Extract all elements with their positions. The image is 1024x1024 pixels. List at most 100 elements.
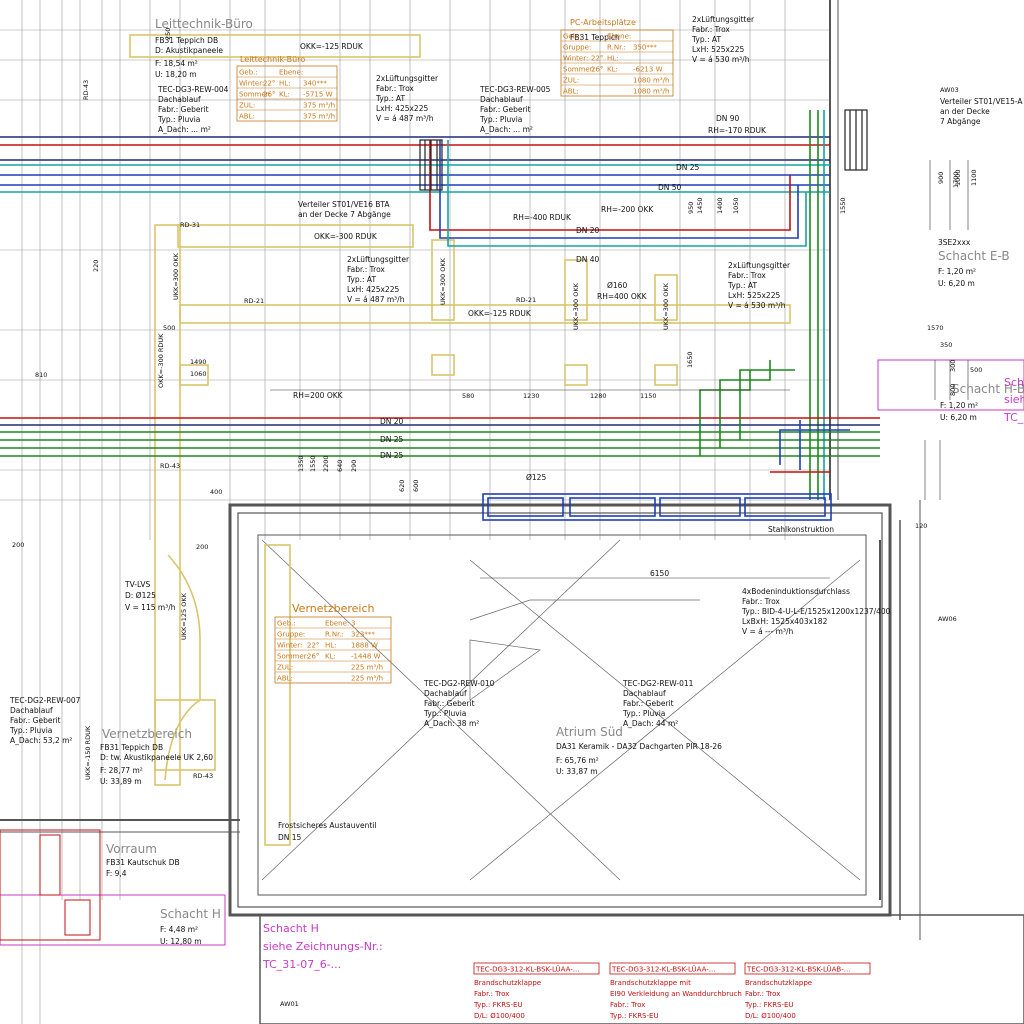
room-leittechnik-area: F: 18,54 m² [155, 59, 198, 68]
table-cell: HL: [279, 80, 291, 88]
magenta-references: Schacht H siehe Zeichnungs-Nr.: TC_31-07… [262, 376, 1024, 971]
room-vernetz: Vernetzbereich [102, 727, 192, 741]
table-cell: 225 m³/h [351, 675, 383, 683]
callout-lueft1-line: LxH: 525x225 [692, 45, 744, 54]
dn20b-label: DN 20 [380, 417, 404, 426]
room-schacht-eb: Schacht E-B [938, 249, 1010, 263]
table-cell: Gruppe: [563, 44, 591, 52]
dimension-value: 500 [970, 366, 982, 374]
dn125-label: Ø125 [526, 473, 546, 482]
shaft-outlines [0, 359, 1024, 946]
room-schacht-h-circ: U: 12,80 m [160, 937, 202, 946]
dimension-value: 1280 [590, 392, 607, 400]
callout-rew010-line: A_Dach: 38 m² [424, 719, 479, 728]
table-cell: ZUL: [239, 102, 255, 110]
callout-lueft4-line: 2xLüftungsgitter [728, 261, 791, 270]
callout-lueft3-line: Fabr.: Trox [347, 265, 385, 274]
table-cell: Sommer: [563, 66, 595, 74]
ukk150-label: UKK=-150 RDUK [84, 725, 92, 780]
table-cell: -6213 W [633, 66, 663, 74]
table-cell: Geb.: [277, 620, 296, 628]
table-cell: 22° [307, 642, 319, 650]
dn40-label: DN 40 [576, 255, 600, 264]
fire-damper-title: TEC-DG3-312-KL-BSK-LÜAB-... [746, 965, 850, 974]
rd21-label: RD-21 [244, 297, 264, 305]
callout-rew005-line: Typ.: Pluvia [479, 115, 522, 124]
dn25-label: DN 25 [676, 163, 700, 172]
callout-rew005-line: A_Dach: ... m² [480, 125, 533, 134]
dimension-value: 350 [940, 341, 952, 349]
table-frame [236, 65, 338, 122]
dn20-label: DN 20 [576, 226, 600, 235]
okk125-label: OKK=-125 RDUK [300, 42, 364, 51]
fire-damper-title: TEC-DG3-312-KL-BSK-LÜAA-... [611, 965, 715, 974]
rd43c-label: RD-43 [193, 772, 213, 780]
dimension-value: 250 [164, 28, 172, 40]
callout-lueft4-line: LxH: 525x225 [728, 291, 780, 300]
callout-rew007-line: A_Dach: 53,2 m² [10, 736, 72, 745]
dimension-value: 400 [210, 488, 222, 496]
table-cell: ZUL: [277, 664, 293, 672]
callout-verteiler1-line: an der Decke 7 Abgänge [298, 210, 391, 219]
callout-boden-line: Fabr.: Trox [742, 597, 780, 606]
room-atrium-sub: DA31 Keramik - DA32 Dachgarten PIR 18-26 [556, 742, 722, 751]
atrium-diagonals [261, 539, 861, 881]
dimension-value: 600 [412, 480, 420, 492]
callout-lueft2-line: V = á 487 m³/h [376, 114, 434, 123]
table-cell: 375 m³/h [303, 102, 335, 110]
room-arbeitsplaetze: PC-Arbeitsplätze [570, 18, 636, 27]
dimension-value: 640 [336, 460, 344, 472]
room-leittechnik-sub1: FB31 Teppich DB [155, 36, 218, 45]
callout-rew007-line: TEC-DG2-REW-007 [9, 696, 81, 705]
callout-lueft3-line: 2xLüftungsgitter [347, 255, 410, 264]
fire-damper-line: Fabr.: Trox [745, 990, 780, 998]
dimension-value: 1570 [927, 324, 944, 332]
callout-lueft2-line: 2xLüftungsgitter [376, 74, 439, 83]
table-cell: HL: [607, 55, 619, 63]
room-atrium: Atrium Süd [556, 725, 623, 739]
callout-boden-line: LxBxH: 1525x403x182 [742, 617, 828, 626]
aw01-label: AW01 [280, 1000, 299, 1008]
piping-top [0, 110, 830, 500]
callout-rew004-line: TEC-DG3-REW-004 [157, 85, 229, 94]
table-cell: KL: [607, 66, 618, 74]
table-cell: Geb.: [239, 69, 258, 77]
room-schacht-hb-area: F: 1,20 m² [940, 401, 978, 410]
table-cell: ABL: [563, 88, 579, 96]
vernetz-table: Geb.:Ebene:3Gruppe:R.Nr.:323***Winter:22… [274, 616, 392, 684]
table-cell: Ebene: [607, 33, 631, 41]
callout-rew010-line: Dachablauf [424, 689, 467, 698]
okk300-label: OKK=-300 RDUK [314, 232, 378, 241]
tvlvs-label: TV-LVS [124, 580, 150, 589]
table-cell: KL: [325, 653, 336, 661]
callout-rew007-line: Typ.: Pluvia [9, 726, 52, 735]
aw03-label: AW03 [940, 86, 959, 94]
callout-boden-line: V = á --- m³/h [742, 627, 794, 636]
callout-verteiler2-line: an der Decke [940, 107, 990, 116]
rd43b-label: RD-43 [160, 462, 180, 470]
structural-grid [0, 0, 830, 1024]
vorraum-zone [0, 829, 101, 941]
fire-damper-line: D/L: Ø100/400 [474, 1012, 525, 1020]
table-cell: Winter: [563, 55, 588, 63]
dimension-value: 1230 [523, 392, 540, 400]
rh400okk-label: RH=400 OKK [597, 292, 648, 301]
callout-rew004-line: Typ.: Pluvia [157, 115, 200, 124]
callout-rew010-line: Fabr.: Geberit [424, 699, 475, 708]
fire-damper-line: EI90 Verkleidung an Wanddurchbruch [610, 990, 742, 998]
room-schacht-h: Schacht H [160, 907, 221, 921]
dimension-value: 620 [398, 480, 406, 492]
fire-damper-line: Brandschutzklappe [745, 979, 812, 987]
callout-verteiler1-line: Verteiler ST01/VE16 BTA [298, 200, 390, 209]
callout-lueft2-line: Typ.: AT [375, 94, 405, 103]
dimension-value: 1650 [686, 351, 694, 368]
dimension-value: 120 [915, 522, 927, 530]
rh400-label: RH=-400 RDUK [513, 213, 572, 222]
dim-6150: 6150 [650, 569, 669, 578]
dimension-value: 1050 [732, 197, 740, 214]
table-cell: -5715 W [303, 91, 333, 99]
room-vernetz-head: Vernetzbereich [292, 602, 374, 615]
dimension-value: 1000 [954, 169, 962, 186]
